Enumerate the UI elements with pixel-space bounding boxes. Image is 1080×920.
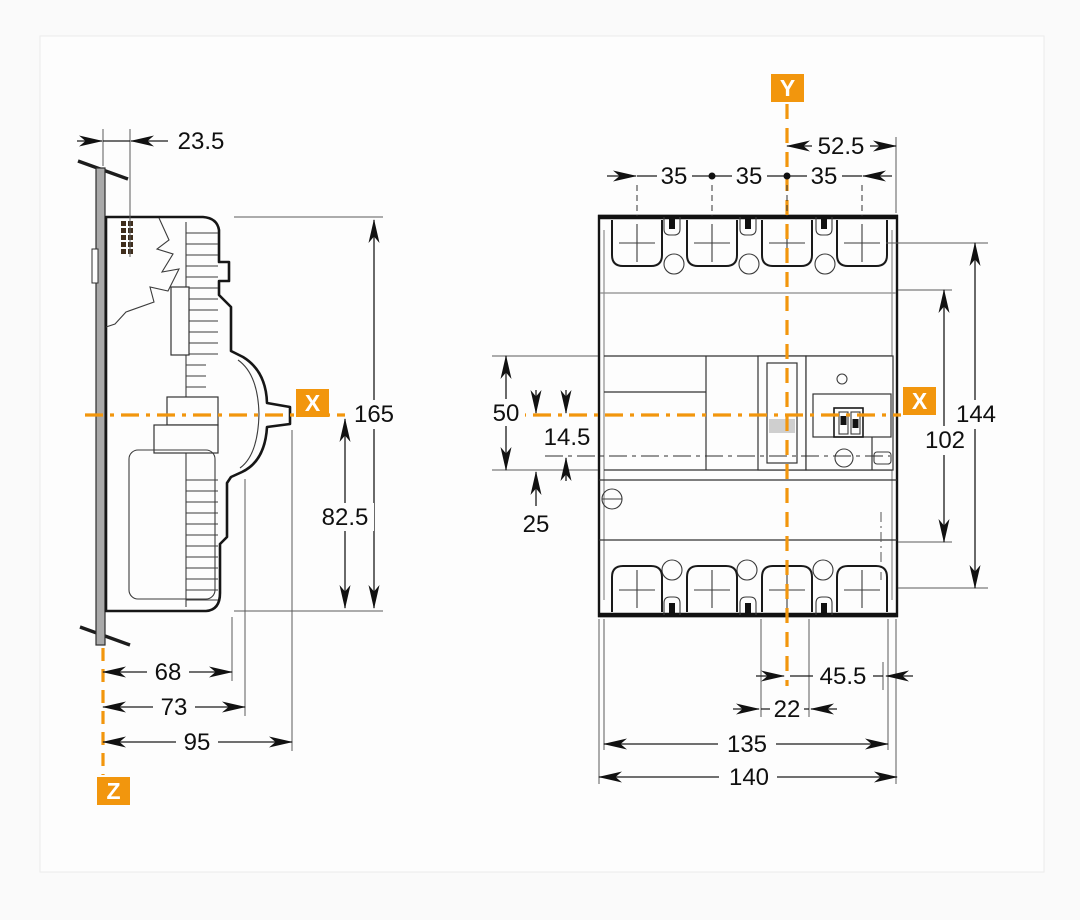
dim-depth-case-label: 68 (155, 659, 182, 686)
dip-switch-1-nub (840, 416, 847, 425)
cutaway-jag-line (105, 217, 180, 328)
axis-z-label: Z (106, 778, 120, 804)
dim-y-to-right-top-label: 52.5 (818, 133, 865, 160)
side-view-dimensions: 23.5 165 82.5 68 73 95 (77, 128, 398, 756)
dim-mounting-width: 135 (603, 730, 889, 758)
dim-total-height: 165 (351, 219, 398, 609)
dim-axis-to-band-bottom: 25 (523, 390, 550, 538)
dip-switch-2 (850, 411, 861, 435)
plate-notch (91, 248, 99, 284)
dip-switch-1 (838, 411, 849, 435)
top-terminals (611, 217, 888, 275)
axis-x-label-front: X (912, 388, 928, 414)
dip-switch-2-nub (852, 419, 859, 428)
front-view-dimensions: 35 35 35 52.5 50 25 14.5 (487, 132, 1002, 791)
dim-pole-pitch-1-label: 35 (661, 163, 688, 190)
dim-case-inner-span: 102 (918, 289, 972, 543)
dim-axis-to-aux-line: 14.5 (541, 390, 593, 481)
test-button (834, 448, 854, 468)
dim-mid-band-height: 50 (487, 355, 525, 471)
dim-handle-window-width: 22 (733, 695, 837, 723)
axis-y-label: Y (780, 75, 795, 101)
dim-axis-to-bottom-label: 82.5 (322, 504, 369, 531)
dim-axis-to-aux-line-label: 14.5 (544, 424, 591, 451)
dim-pole-pitch-2-label: 35 (736, 163, 763, 190)
vent-ribs (186, 232, 218, 601)
dim-depth-bezel: 73 (102, 693, 246, 721)
dim-axis-to-bottom: 82.5 (317, 418, 374, 609)
dim-y-to-right-bottom-label: 45.5 (820, 663, 867, 690)
bottom-pole-clips (663, 596, 833, 615)
dim-terminal-center-span-label: 144 (956, 401, 996, 428)
axis-z-marker (97, 777, 130, 805)
toggle-handle-front (769, 419, 795, 433)
dim-mid-band-height-label: 50 (493, 400, 520, 427)
dim-y-to-right-bottom: 45.5 (756, 662, 913, 690)
mechanism-block-upper (166, 396, 219, 426)
dim-axis-to-band-bottom-label: 25 (523, 511, 550, 538)
dim-mounting-width-label: 135 (727, 731, 767, 758)
axis-labels: X X Y Z (97, 74, 936, 805)
dim-case-inner-span-label: 102 (925, 427, 965, 454)
dim-depth-total: 95 (102, 728, 293, 756)
handle-window (766, 362, 798, 464)
dim-y-to-right-top: 52.5 (786, 132, 897, 160)
side-label-plate (170, 286, 190, 356)
dip-switch-frame (833, 407, 864, 438)
dim-pole-pitch: 35 35 35 (607, 162, 892, 190)
dim-depth-total-label: 95 (184, 729, 211, 756)
bezel-inner-arc (237, 359, 260, 469)
axis-x-label-side: X (305, 390, 321, 416)
mechanism-block-lower (153, 424, 219, 454)
dim-depth-case: 68 (102, 658, 233, 686)
dim-overall-width-label: 140 (729, 764, 769, 791)
front-lower-band (599, 488, 897, 580)
side-cover-plate (128, 449, 216, 600)
axis-x-marker-side (296, 389, 329, 417)
dim-mount-offset: 23.5 (77, 128, 224, 257)
axis-x-marker-front (903, 387, 936, 415)
axis-y-marker (771, 74, 804, 102)
dim-handle-window-width-label: 22 (774, 696, 801, 723)
dim-overall-width: 140 (598, 763, 898, 791)
mounting-plate (95, 167, 106, 646)
dim-mount-offset-label: 23.5 (178, 128, 225, 155)
top-pole-clips (663, 217, 833, 236)
accessory-hole (836, 373, 848, 385)
dim-pole-pitch-3-label: 35 (811, 163, 838, 190)
dim-terminal-center-span: 144 (950, 242, 1002, 589)
pole-centerlines (636, 185, 863, 216)
dim-total-height-label: 165 (354, 401, 394, 428)
reset-slot (873, 451, 892, 465)
dim-depth-bezel-label: 73 (161, 694, 188, 721)
